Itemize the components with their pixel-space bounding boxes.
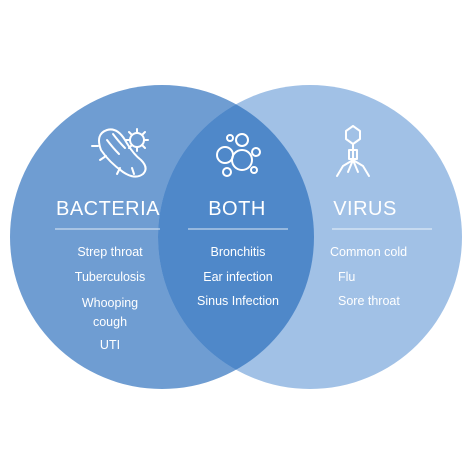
virus-icon	[336, 125, 370, 177]
virus-item-2: Flu	[338, 270, 356, 284]
both-item-2: Ear infection	[203, 270, 273, 284]
bacteria-title: BACTERIA	[55, 198, 161, 220]
both-title: BOTH	[208, 198, 266, 220]
bacteria-icon	[91, 128, 149, 178]
bacteria-item-2: Tuberculosis	[74, 270, 146, 284]
bacteria-item-3-text: Whooping cough	[81, 296, 139, 329]
virus-title: VIRUS	[333, 198, 397, 220]
bacteria-item-3: Whooping cough	[55, 294, 165, 332]
overlap-region	[158, 85, 314, 389]
both-item-1: Bronchitis	[210, 245, 266, 259]
both-item-3: Sinus Infection	[197, 294, 279, 308]
bacteria-item-1: Strep throat	[77, 245, 143, 259]
virus-item-3: Sore throat	[338, 294, 400, 308]
bacteria-item-4: UTI	[99, 338, 121, 352]
virus-item-1: Common cold	[330, 245, 408, 259]
bubbles-icon	[216, 133, 261, 177]
